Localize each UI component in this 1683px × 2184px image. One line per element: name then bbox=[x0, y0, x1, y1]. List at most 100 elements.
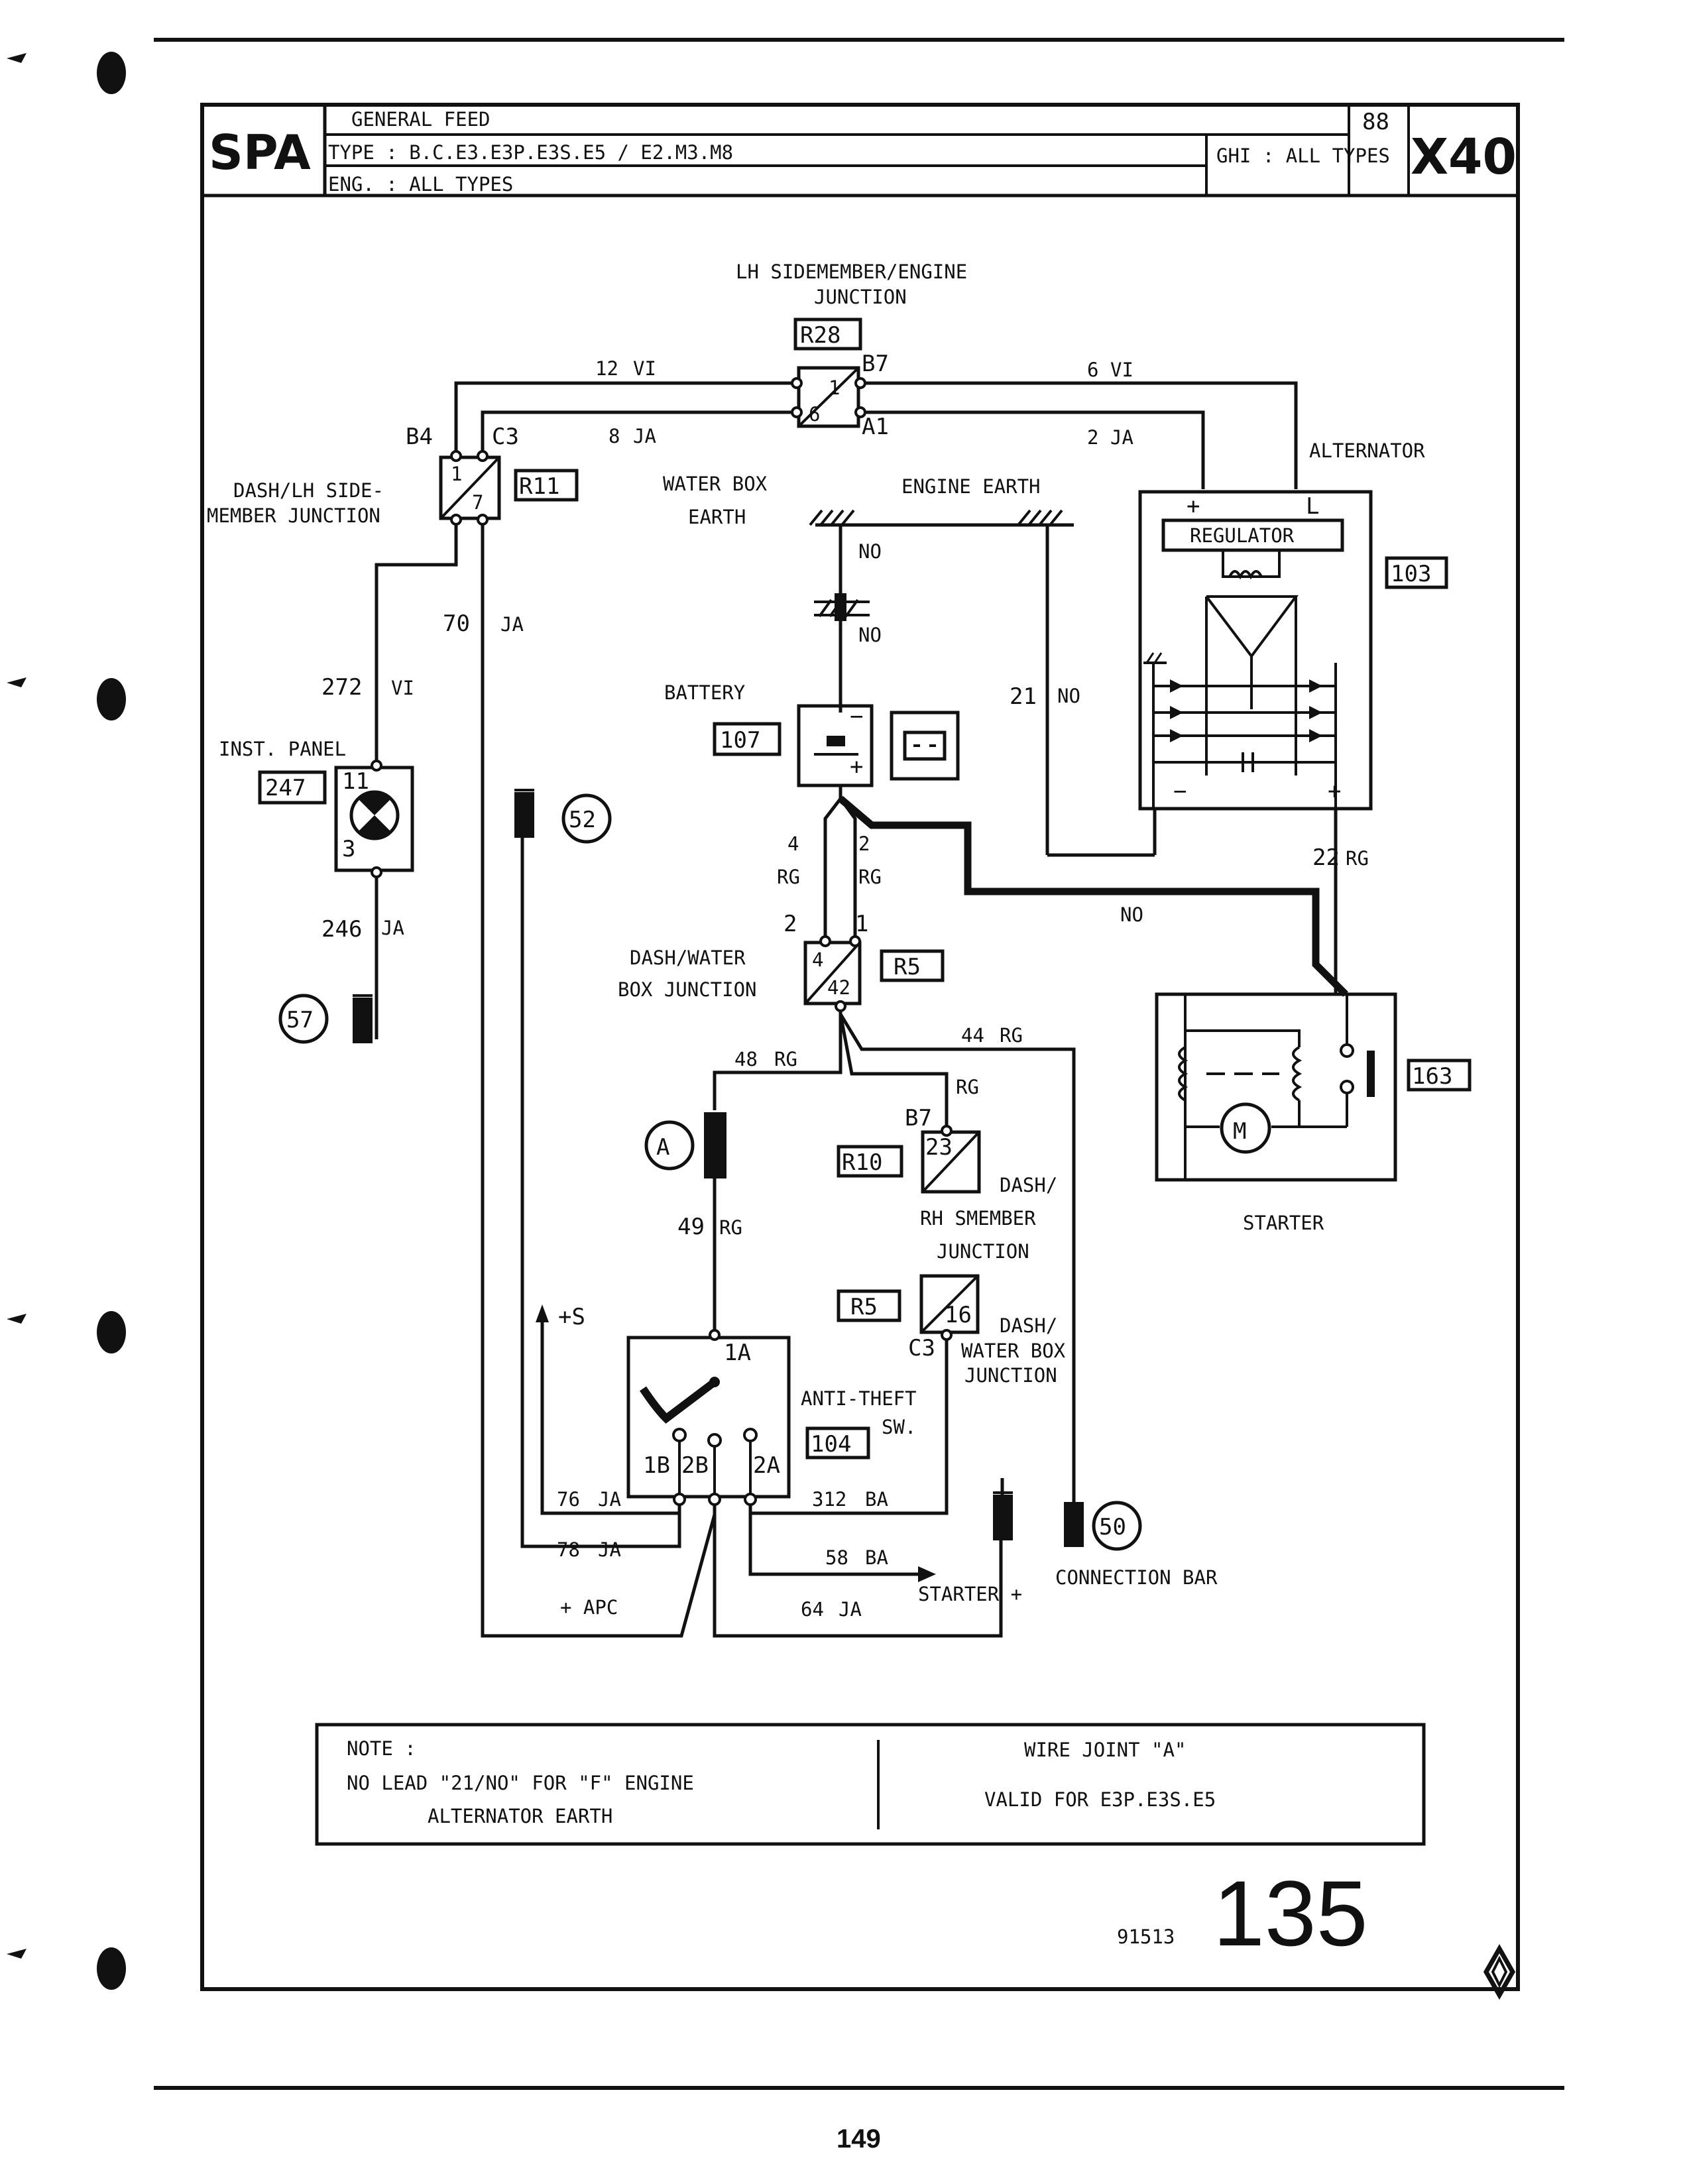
wire-70-color: JA bbox=[500, 613, 524, 636]
wire-312-num: 312 bbox=[812, 1488, 846, 1511]
connection-bar: 50 CONNECTION BAR bbox=[993, 1478, 1218, 1589]
r5-lower-ref: R5 bbox=[850, 1294, 878, 1320]
wire-272-num: 272 bbox=[321, 674, 362, 701]
header-type-line: TYPE : B.C.E3.E3P.E3S.E5 / E2.M3.M8 bbox=[328, 141, 733, 164]
wire-labels: 12 VI 6 VI 8 JA 2 JA 70 JA 272 VI 246 JA… bbox=[321, 357, 1369, 1621]
r28-pin-top: 1 bbox=[829, 376, 840, 399]
anti-theft-ref: 104 bbox=[811, 1431, 851, 1458]
wire-4-color: RG bbox=[777, 866, 800, 888]
wire-312-color: BA bbox=[865, 1488, 888, 1511]
r11-ref: R11 bbox=[519, 473, 559, 500]
r5-upper-pin-bottom: 42 bbox=[827, 976, 850, 999]
r5-upper-ref: R5 bbox=[894, 954, 921, 980]
r5-lower-label-1: DASH/ bbox=[1000, 1314, 1057, 1337]
wire-12-num: 12 bbox=[595, 357, 618, 380]
wire-272-color: VI bbox=[391, 677, 414, 699]
r28-ref: R28 bbox=[800, 322, 841, 349]
wire-2b-color: RG bbox=[858, 866, 882, 888]
header-title: GENERAL FEED bbox=[351, 108, 491, 131]
note-right-1: WIRE JOINT "A" bbox=[1024, 1739, 1186, 1761]
alternator-label: ALTERNATOR bbox=[1309, 439, 1425, 462]
r5-upper-junction: 4 42 R5 DASH/WATER BOX JUNCTION bbox=[618, 935, 945, 1012]
battery-ref: 107 bbox=[720, 727, 760, 754]
wire-70-num: 70 bbox=[443, 610, 470, 637]
earth-57-ref: 57 bbox=[286, 1007, 314, 1033]
r10-label-3: JUNCTION bbox=[937, 1240, 1029, 1263]
wire-plus-apc: + APC bbox=[560, 1596, 618, 1619]
wire-76-num: 76 bbox=[557, 1488, 580, 1511]
r10-conn: B7 bbox=[905, 1105, 932, 1131]
r28-label-2: JUNCTION bbox=[814, 286, 907, 308]
header-ghi-line: GHI : ALL TYPES bbox=[1216, 144, 1390, 167]
wire-6-color: VI bbox=[1110, 359, 1133, 381]
r28-label-1: LH SIDEMEMBER/ENGINE bbox=[736, 260, 967, 283]
wire-8-num: 8 bbox=[609, 425, 620, 447]
r28-junction: 1 6 B7 A1 R28 LH SIDEMEMBER/ENGINE JUNCT… bbox=[736, 260, 967, 440]
wire-starter-plus: STARTER + bbox=[918, 1583, 1022, 1605]
wire-58-color: BA bbox=[865, 1546, 888, 1569]
water-box-earth-label-2: EARTH bbox=[688, 506, 746, 528]
wire-no-2: NO bbox=[858, 624, 882, 646]
starter-ref: 163 bbox=[1412, 1063, 1452, 1090]
wire-joint-a: A bbox=[644, 1112, 726, 1178]
wire-64-color: JA bbox=[839, 1598, 862, 1621]
anti-theft-label-1: ANTI-THEFT bbox=[801, 1387, 917, 1410]
r10-pin: 23 bbox=[925, 1134, 953, 1161]
wire-246-color: JA bbox=[381, 917, 404, 939]
starter-label: STARTER bbox=[1243, 1212, 1324, 1234]
diamond-logo-icon bbox=[1483, 1943, 1516, 2000]
r10-label-2: RH SMEMBER bbox=[920, 1207, 1036, 1230]
wire-8-color: JA bbox=[633, 425, 656, 447]
wire-22-num: 22 bbox=[1312, 844, 1340, 871]
alternator-l: L bbox=[1306, 493, 1319, 520]
wire-48-color: RG bbox=[774, 1048, 797, 1070]
title-block: SPA GENERAL FEED TYPE : B.C.E3.E3P.E3S.E… bbox=[202, 105, 1518, 198]
anti-theft-pin-2a: 2A bbox=[753, 1452, 780, 1479]
spa-logo: SPA bbox=[209, 125, 311, 180]
wire-44-color: RG bbox=[1000, 1024, 1023, 1047]
battery: − + 107 BATTERY bbox=[664, 681, 960, 787]
footer-page-number: 149 bbox=[837, 2124, 881, 2154]
earth-52-ref: 52 bbox=[569, 807, 596, 833]
wire-76-color: JA bbox=[598, 1488, 621, 1511]
r5-upper-label-2: BOX JUNCTION bbox=[618, 978, 757, 1001]
wire-246-num: 246 bbox=[321, 916, 362, 943]
r28-pin-bottom: 6 bbox=[809, 403, 820, 426]
r10-junction: 23 B7 R10 DASH/ RH SMEMBER JUNCTION bbox=[837, 1105, 1057, 1263]
junction-pin-2: 2 bbox=[783, 911, 797, 937]
anti-theft-switch: 1A 1B 2B 2A 104 ANTI-THEFT SW. bbox=[626, 1329, 917, 1506]
battery-symbol-icon bbox=[890, 711, 960, 781]
wire-78-num: 78 bbox=[557, 1538, 580, 1561]
r11-pin-bottom: 7 bbox=[472, 491, 483, 514]
alternator-plus: + bbox=[1187, 493, 1200, 520]
inst-panel-label: INST. PANEL bbox=[219, 738, 346, 760]
starter: M 163 STARTER bbox=[1155, 992, 1472, 1234]
r11-label-2: MEMBER JUNCTION bbox=[207, 504, 380, 527]
r11-conn-right: C3 bbox=[492, 424, 519, 450]
wire-4-num: 4 bbox=[787, 833, 799, 855]
water-box-earth-label-1: WATER BOX bbox=[663, 473, 768, 495]
note-heading: NOTE : bbox=[347, 1737, 416, 1760]
r5-lower-label-3: JUNCTION bbox=[964, 1364, 1057, 1387]
alternator-ref: 103 bbox=[1391, 561, 1431, 587]
note-box: NOTE : NO LEAD "21/NO" FOR "F" ENGINE AL… bbox=[315, 1723, 1426, 1846]
wire-rg-r10: RG bbox=[956, 1076, 979, 1098]
inst-panel: 11 3 247 INST. PANEL bbox=[219, 738, 414, 878]
wire-21-color: NO bbox=[1057, 685, 1080, 707]
anti-theft-pin-1a: 1A bbox=[724, 1340, 751, 1366]
wire-joint-letter: A bbox=[656, 1134, 669, 1161]
r28-conn-bottom: A1 bbox=[862, 414, 889, 440]
r5-upper-pin-top: 4 bbox=[812, 948, 823, 971]
wire-64-num: 64 bbox=[801, 1598, 824, 1621]
alternator: REGULATOR + L − + 103 ALTERNATOR bbox=[1138, 439, 1448, 811]
starter-arrow-icon bbox=[918, 1566, 936, 1582]
note-line-2: ALTERNATOR EARTH bbox=[428, 1805, 612, 1827]
note-right-2: VALID FOR E3P.E3S.E5 bbox=[984, 1788, 1216, 1811]
inst-panel-pin-bottom: 3 bbox=[342, 836, 355, 862]
connection-bar-ref: 50 bbox=[1099, 1514, 1126, 1540]
starter-motor-label: M bbox=[1233, 1118, 1246, 1145]
r5-lower-label-2: WATER BOX bbox=[961, 1340, 1066, 1362]
anti-theft-pin-2b: 2B bbox=[681, 1452, 709, 1479]
earth-points: 52 57 bbox=[278, 789, 612, 1044]
